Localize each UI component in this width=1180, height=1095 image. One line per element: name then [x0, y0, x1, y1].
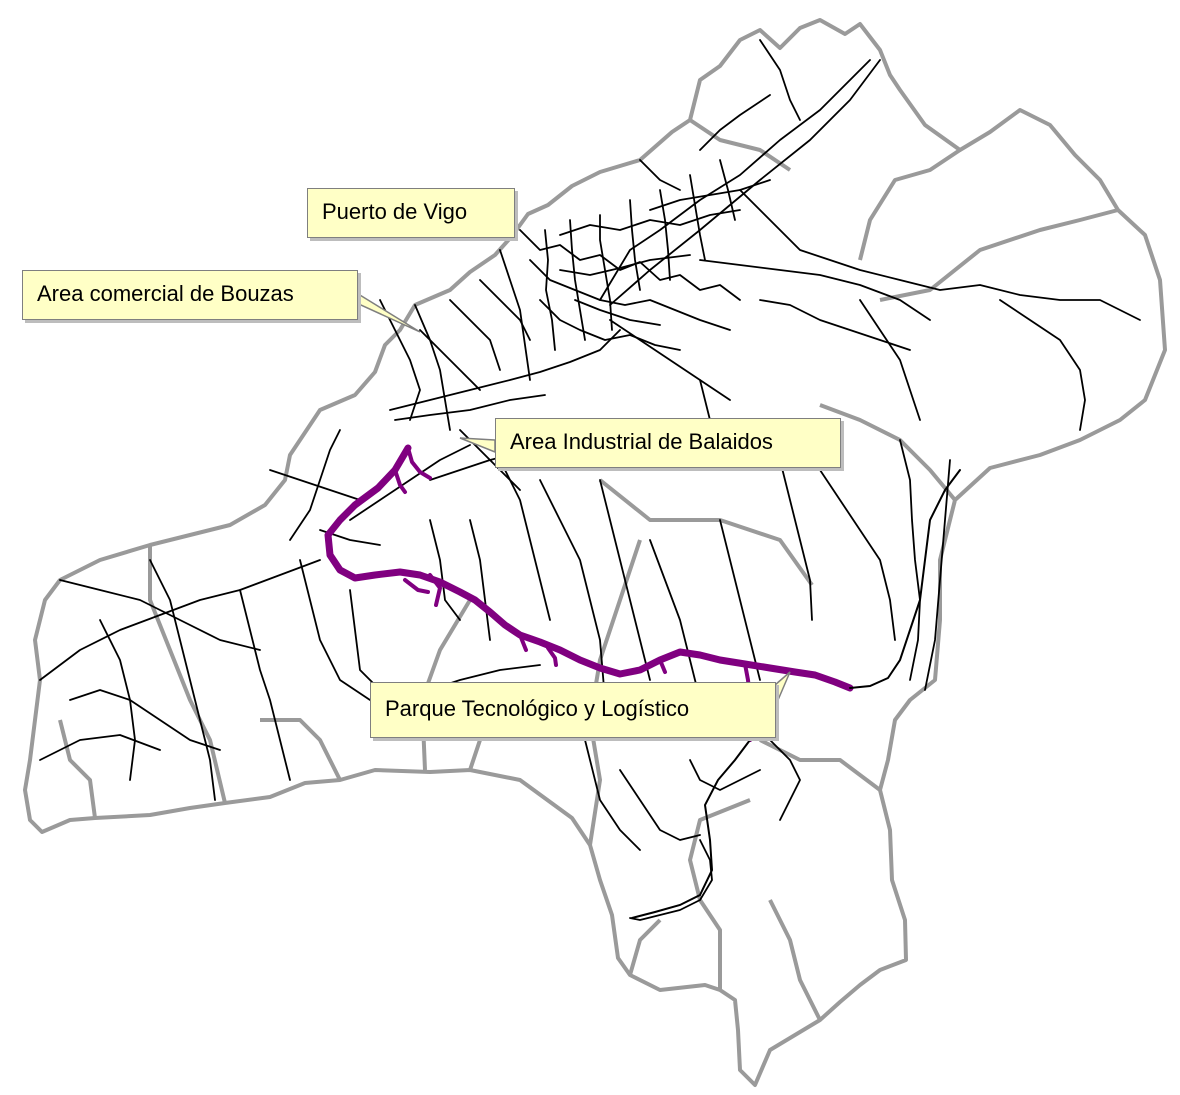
label-puerto-de-vigo: Puerto de Vigo: [307, 188, 515, 238]
label-parque-tecnologico: Parque Tecnológico y Logístico: [370, 682, 776, 738]
corridor-continuation: [631, 469, 961, 919]
label-area-comercial-bouzas: Area comercial de Bouzas: [22, 270, 358, 320]
road-network: [39, 39, 1141, 921]
label-area-industrial-balaidos: Area Industrial de Balaidos: [495, 418, 841, 468]
callout-pointers: [348, 290, 791, 703]
municipal-boundary: [23, 18, 1167, 1087]
